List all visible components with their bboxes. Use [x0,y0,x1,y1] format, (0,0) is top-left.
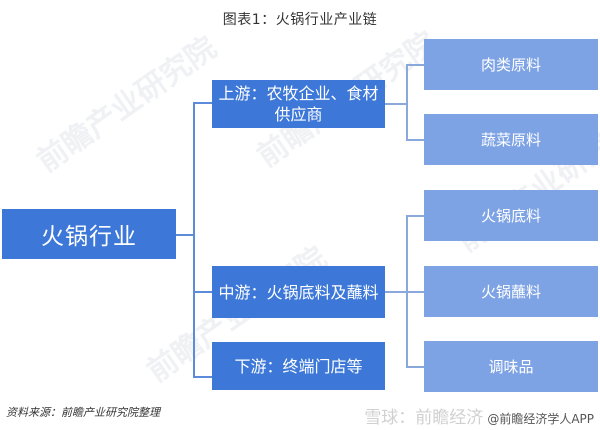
stage-upstream: 上游：农牧企业、食材 供应商 [212,80,385,128]
connector [406,366,424,368]
leaf-hotpot-base: 火锅底料 [424,190,598,241]
connector [406,64,408,140]
connector [176,234,194,236]
leaf-label: 蔬菜原料 [480,131,541,149]
root-node: 火锅行业 [2,209,176,259]
diagram-title: 图表1：火锅行业产业链 [222,12,378,28]
root-label: 火锅行业 [41,224,137,250]
source-note: 资料来源：前瞻产业研究院整理 [6,406,160,419]
leaf-meat: 肉类原料 [424,39,598,90]
stage-downstream: 下游：终端门店等 [212,342,385,390]
stage-label: 下游：终端门店等 [234,356,363,376]
connector [385,103,407,105]
leaf-seasoning: 调味品 [424,341,598,392]
connector [193,376,212,378]
connector [406,139,424,141]
leaf-label: 火锅蘸料 [480,283,541,301]
connector [193,102,195,378]
connector [385,291,407,293]
leaf-label: 肉类原料 [480,56,541,74]
leaf-label: 火锅底料 [480,207,541,225]
leaf-vegetables: 蔬菜原料 [424,114,598,165]
connector [193,102,212,104]
stage-label: 中游：火锅底料及蘸料 [218,282,379,302]
credit-text: @前瞻经济学人APP [487,412,594,426]
connector [193,291,212,293]
connector [406,215,424,217]
leaf-label: 调味品 [488,358,534,376]
stage-label: 上游：农牧企业、食材 [218,84,379,103]
connector [406,291,424,293]
leaf-dipping-sauce: 火锅蘸料 [424,266,598,317]
stage-midstream: 中游：火锅底料及蘸料 [212,266,385,318]
stage-label: 供应商 [274,105,323,124]
connector [406,64,424,66]
xueqiu-watermark: 雪球：前瞻经济 [364,408,484,428]
credit: 雪球：前瞻经济@前瞻经济学人APP [364,403,594,428]
